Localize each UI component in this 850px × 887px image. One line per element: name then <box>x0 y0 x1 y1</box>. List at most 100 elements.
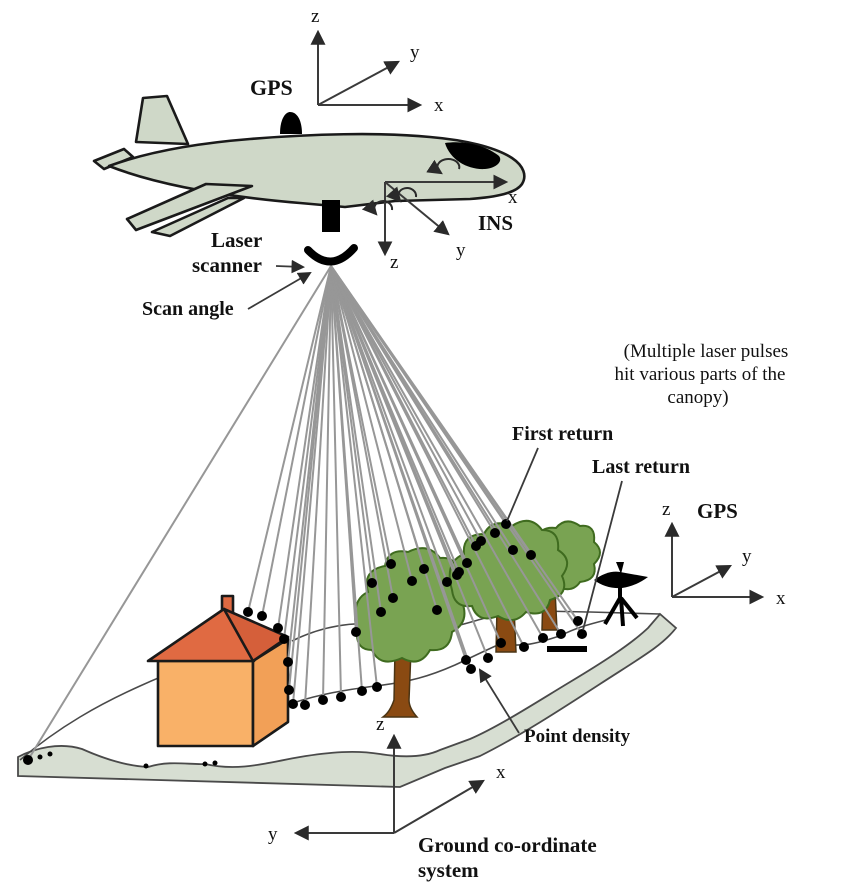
laser-return-point <box>143 763 149 769</box>
scan-angle-label: Scan angle <box>142 298 234 320</box>
house-front-wall <box>156 659 255 748</box>
pitch-rotation-icon <box>385 186 418 203</box>
laser-return-point <box>386 559 396 569</box>
house-roof-right <box>222 607 290 663</box>
aircraft-tail-fin <box>134 94 190 146</box>
axes-ground-gps: z y x GPS <box>662 499 786 609</box>
axes-ins: x z y INS <box>361 158 518 273</box>
laser-ray <box>330 265 413 582</box>
laser-ray <box>330 265 489 659</box>
laser-ray <box>330 265 544 639</box>
aircraft-wing <box>125 182 254 232</box>
laser-ray <box>292 265 332 705</box>
axis-label-x: x <box>496 762 506 783</box>
axis-label-y: y <box>742 546 752 567</box>
laser-return-point <box>243 607 253 617</box>
laser-return-point <box>461 655 471 665</box>
axis-label-x: x <box>508 187 518 208</box>
laser-return-point <box>501 519 511 529</box>
axis-label-z: z <box>376 714 384 735</box>
axis-label-y: y <box>456 240 466 261</box>
axes-aircraft-gps: z y x GPS <box>250 6 444 116</box>
laser-return-point <box>372 682 382 692</box>
axis-label-y: y <box>410 42 420 63</box>
laser-ray <box>283 265 332 640</box>
terrain-edge-band <box>17 612 678 788</box>
gps-antenna-icon <box>594 571 648 589</box>
gps-antenna-bump <box>280 112 302 134</box>
laser-return-point <box>23 755 33 765</box>
laser-ray <box>330 265 460 573</box>
laser-return-point <box>466 664 476 674</box>
laser-return-point <box>454 567 464 577</box>
laser-ray-fan <box>27 265 583 761</box>
ground-benchmark <box>547 646 587 652</box>
first-return-leader <box>506 447 539 522</box>
laser-scanner-label-line2: scanner <box>192 253 262 277</box>
laser-return-point <box>476 536 486 546</box>
axis-label-x: x <box>776 588 786 609</box>
laser-return-point <box>432 605 442 615</box>
laser-return-point <box>351 627 361 637</box>
laser-ray <box>330 265 502 644</box>
laser-ray <box>330 265 562 635</box>
aircraft-cockpit <box>445 142 501 170</box>
laser-return-point <box>508 545 518 555</box>
gps-top-label: GPS <box>250 75 293 100</box>
laser-return-point <box>442 577 452 587</box>
laser-scanner-pod <box>322 200 340 232</box>
laser-ray <box>27 265 332 761</box>
ground-cs-label-line1: Ground co-ordinate <box>418 833 597 857</box>
gps-ground-label: GPS <box>697 499 738 523</box>
laser-return-point <box>284 685 294 695</box>
yaw-rotation-icon <box>361 199 394 216</box>
gps-ground-station <box>547 562 648 652</box>
ins-label: INS <box>478 211 513 235</box>
gps-antenna-icon <box>616 562 624 574</box>
laser-ray <box>247 265 332 613</box>
laser-return-point <box>47 751 53 757</box>
laser-return-point <box>573 616 583 626</box>
pulses-note-line2: hit various parts of the <box>615 364 786 385</box>
terrain-block <box>17 610 678 788</box>
laser-ray <box>304 265 332 706</box>
axis-label-z: z <box>311 6 319 27</box>
first-return-label: First return <box>512 423 613 445</box>
laser-ray <box>330 265 378 688</box>
axis-label-z: z <box>390 252 398 273</box>
laser-ray <box>330 265 394 599</box>
tree-trunk <box>380 649 419 718</box>
laser-return-point <box>556 629 566 639</box>
laser-return-point <box>300 700 310 710</box>
axis-label-y: y <box>268 824 278 845</box>
laser-ray <box>330 265 382 613</box>
laser-return-point <box>283 657 293 667</box>
annotations: Laser scanner Scan angle (Multiple laser… <box>142 228 788 747</box>
point-density-leader <box>478 668 520 734</box>
laser-ray <box>330 265 438 611</box>
laser-ray <box>330 265 342 698</box>
laser-return-point <box>376 607 386 617</box>
laser-return-point <box>257 611 267 621</box>
laser-return-point <box>490 528 500 538</box>
laser-return-point <box>388 593 398 603</box>
laser-ray <box>330 265 357 633</box>
last-return-label: Last return <box>592 456 690 478</box>
laser-return-point <box>538 633 548 643</box>
laser-ray <box>330 265 472 670</box>
laser-return-points <box>23 519 587 769</box>
scan-angle-leader <box>247 271 312 310</box>
laser-return-point <box>318 695 328 705</box>
house <box>146 594 290 748</box>
laser-return-point <box>483 653 493 663</box>
laser-ray <box>277 265 332 629</box>
laser-scanner-arc <box>304 244 358 266</box>
laser-return-point <box>496 638 506 648</box>
laser-return-point <box>288 699 298 709</box>
aircraft <box>92 94 526 266</box>
laser-return-point <box>367 578 377 588</box>
pulses-note-line1: (Multiple laser pulses <box>624 341 789 362</box>
roll-rotation-icon <box>426 158 461 175</box>
laser-return-point <box>357 686 367 696</box>
